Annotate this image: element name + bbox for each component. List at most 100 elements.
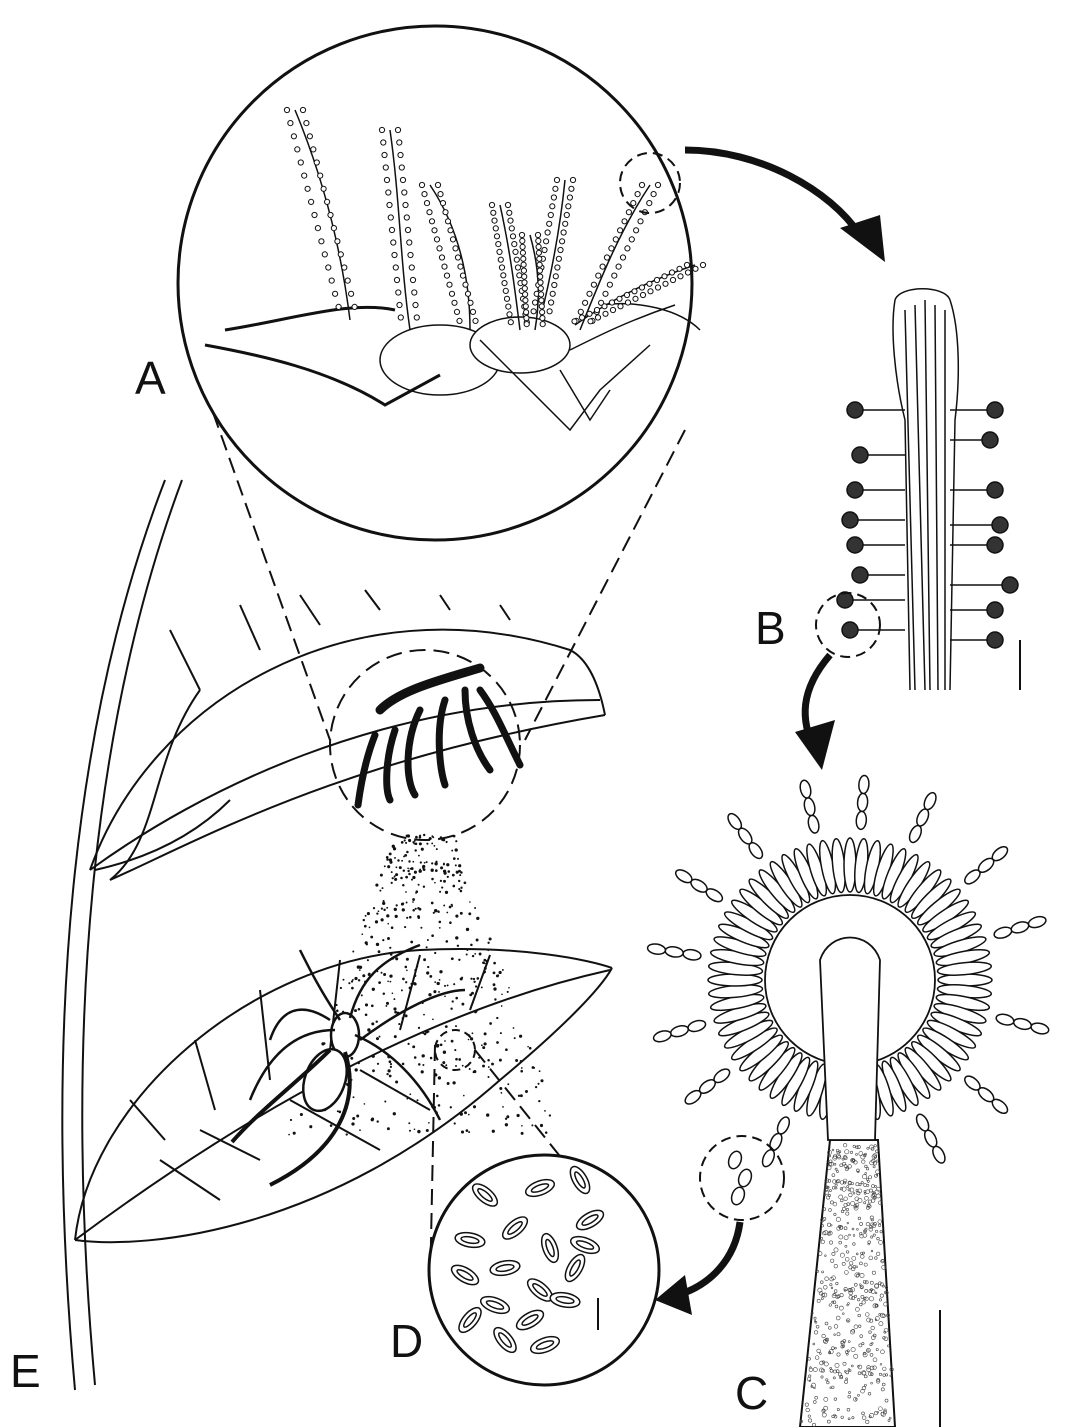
spore-dot	[420, 861, 422, 863]
spore-dot	[377, 1120, 379, 1122]
bead	[607, 282, 612, 287]
bead	[570, 177, 575, 182]
spore-dot	[392, 877, 394, 879]
bead	[284, 107, 289, 112]
bead	[422, 192, 427, 197]
spore-dot	[460, 890, 463, 893]
spore-dot	[390, 953, 393, 956]
spore-dot	[378, 950, 381, 953]
spore-dot	[390, 1063, 392, 1065]
spore-dot	[392, 992, 394, 994]
spore-dot	[408, 873, 411, 876]
spore-dot	[401, 841, 404, 844]
spore-dot	[389, 861, 392, 864]
bead	[302, 173, 307, 178]
spore-dot	[426, 946, 428, 948]
spore-dot	[443, 880, 446, 883]
panel-label-d: D	[390, 1318, 423, 1364]
spore-dot	[455, 1058, 458, 1061]
spore-dot	[427, 966, 429, 968]
spore-dot	[399, 866, 402, 869]
bead	[449, 291, 454, 296]
conidium	[1013, 1017, 1033, 1031]
spore-dot	[431, 902, 434, 905]
spore-dot	[426, 1129, 429, 1132]
spore-dot	[323, 1042, 325, 1044]
spore-dot	[431, 842, 433, 844]
spore-dot	[484, 967, 487, 970]
bead	[523, 304, 528, 309]
spore-dot	[330, 1124, 333, 1127]
spore-dot	[391, 871, 393, 873]
spore-dot	[431, 878, 434, 881]
spore-dot	[529, 1047, 532, 1050]
bead	[524, 322, 529, 327]
bead	[435, 182, 440, 187]
spore-dot	[453, 857, 456, 860]
spore-dot	[393, 847, 396, 850]
conidiophore-head	[847, 537, 863, 553]
spore-dot	[365, 1003, 368, 1006]
bead	[465, 291, 470, 296]
bead	[604, 255, 609, 260]
bead	[655, 182, 660, 187]
bead	[556, 256, 561, 261]
bead	[540, 310, 545, 315]
spore-dot	[406, 1098, 408, 1100]
spore-dot	[381, 918, 384, 921]
spore-dot	[340, 987, 342, 989]
bead	[305, 186, 310, 191]
conidiophore-head	[987, 402, 1003, 418]
bead	[625, 300, 630, 305]
bead	[548, 212, 553, 217]
bead	[539, 292, 544, 297]
bead	[618, 228, 623, 233]
spore-dot	[375, 920, 378, 923]
bead	[408, 252, 413, 257]
curved-arrow-a-b	[685, 150, 860, 235]
spore-dot	[505, 1048, 508, 1051]
bead	[578, 309, 583, 314]
spore-dot	[389, 1060, 392, 1063]
bead	[547, 309, 552, 314]
bead	[499, 265, 504, 270]
bead	[517, 273, 522, 278]
spore-dot	[449, 906, 452, 909]
conidium	[760, 1148, 777, 1169]
spore-dot	[518, 1095, 520, 1097]
spore-dot	[434, 952, 436, 954]
spore-dot	[384, 1100, 386, 1102]
spore-dot	[404, 926, 406, 928]
spore-dot	[487, 1076, 489, 1078]
spore-dot	[520, 1070, 523, 1073]
bead	[678, 274, 683, 279]
bead	[603, 291, 608, 296]
bead	[331, 226, 336, 231]
bead	[336, 304, 341, 309]
spore-dot	[402, 902, 404, 904]
spore-dot	[519, 1035, 522, 1038]
spore-dot	[406, 851, 409, 854]
bead	[489, 202, 494, 207]
spore-dot	[521, 1132, 524, 1135]
bead	[521, 262, 526, 267]
spore-dot	[412, 901, 414, 903]
spore-dot	[443, 863, 445, 865]
bead	[394, 277, 399, 282]
bead	[397, 140, 402, 145]
spore-dot	[404, 854, 407, 857]
spore-dot	[535, 1086, 537, 1088]
spore-dot	[389, 852, 392, 855]
spore-dot	[403, 869, 405, 871]
bead	[633, 296, 638, 301]
bead	[410, 277, 415, 282]
spore-dot	[460, 977, 463, 980]
spore-dot	[376, 912, 378, 914]
spore-dot	[386, 856, 389, 859]
spore-dot	[405, 981, 407, 983]
spore-dot	[545, 1131, 548, 1134]
spore-dot	[451, 850, 453, 852]
spore-dot	[469, 1068, 471, 1070]
spore-dot	[411, 867, 414, 870]
spore-dot	[346, 1133, 348, 1135]
